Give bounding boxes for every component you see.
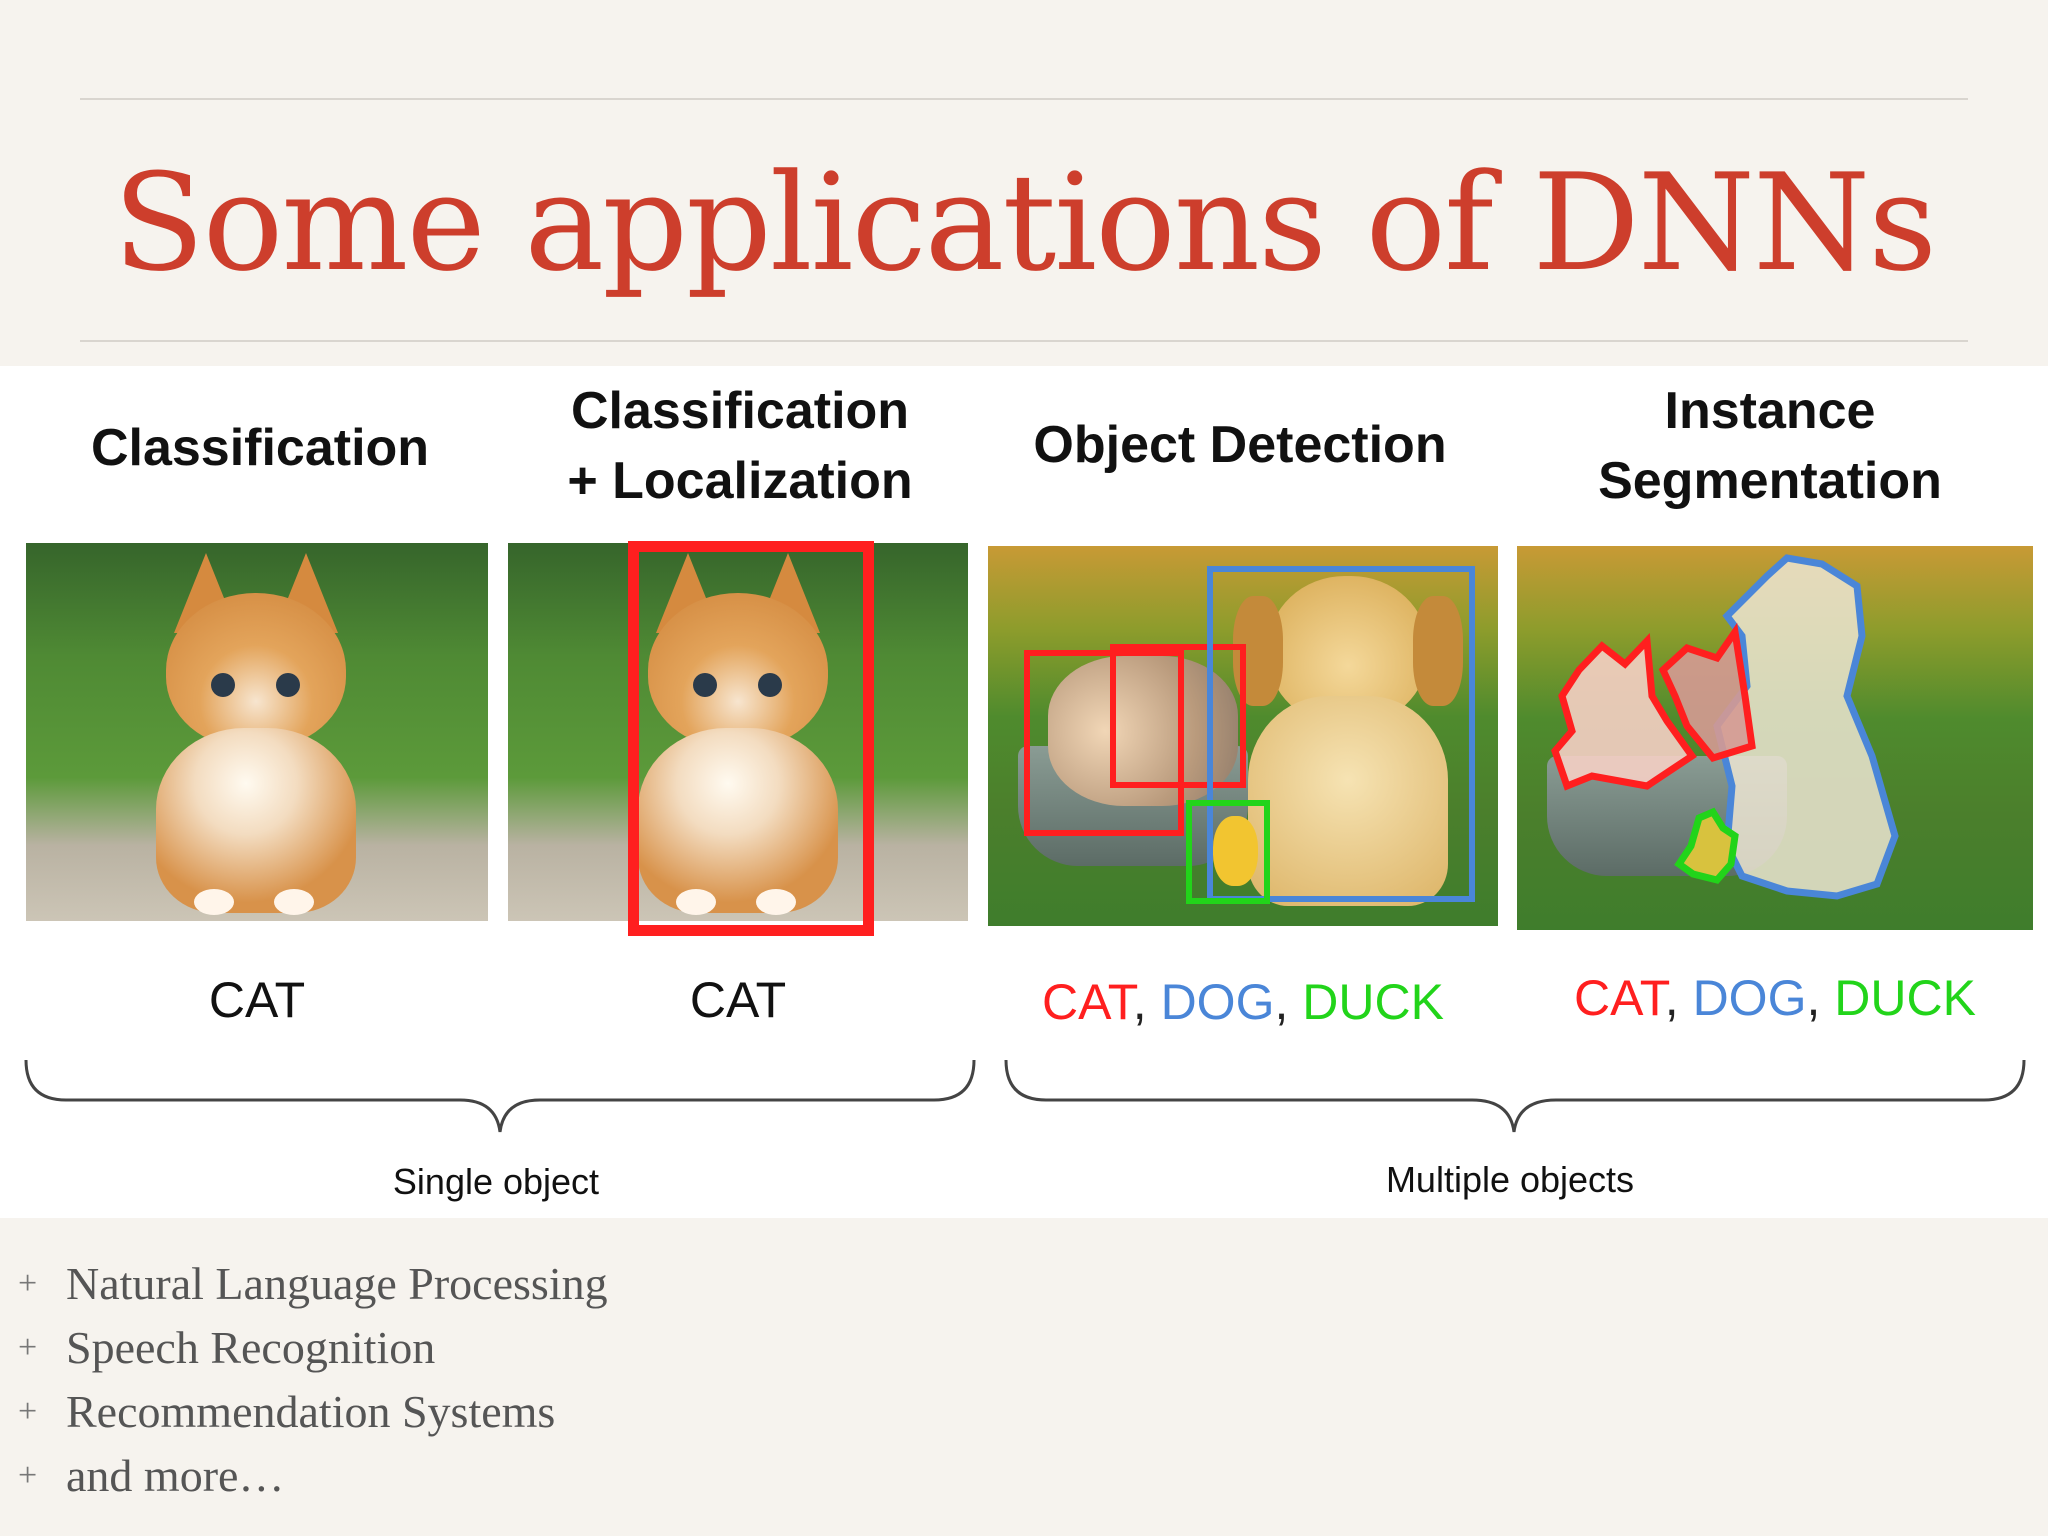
label-localization: CAT xyxy=(508,970,968,1030)
label-comma: , xyxy=(1274,974,1289,1030)
duck-mask xyxy=(1674,807,1739,884)
bullet-text: and more… xyxy=(66,1450,285,1501)
bullet-marker: + xyxy=(18,1393,38,1430)
cat-figure xyxy=(638,553,848,921)
cat-box-left xyxy=(1024,650,1184,836)
duck xyxy=(1213,816,1258,886)
heading-line: + Localization xyxy=(567,452,913,510)
dog-box xyxy=(1207,566,1475,902)
cat-pair xyxy=(1048,656,1238,806)
label-cat: CAT xyxy=(208,972,306,1028)
group-single-object: Single object xyxy=(392,1161,600,1202)
cat-photo-localization xyxy=(508,543,968,921)
label-duck: DUCK xyxy=(1834,970,1976,1026)
bullet-text: Natural Language Processing xyxy=(66,1258,608,1309)
label-duck: DUCK xyxy=(1302,974,1444,1030)
bullet-marker: + xyxy=(18,1329,38,1366)
heading-classification: Classification xyxy=(20,413,500,483)
duck-box xyxy=(1186,800,1270,904)
label-classification: CAT xyxy=(26,970,488,1030)
label-comma: , xyxy=(1664,970,1679,1026)
bullet-text: Recommendation Systems xyxy=(66,1386,556,1437)
dnn-applications-figure: Classification Classification + Localiza… xyxy=(0,366,2048,1218)
heading-line: Classification xyxy=(570,382,910,440)
cat-mask-left xyxy=(1551,633,1697,791)
dog-figure xyxy=(1228,576,1468,906)
cat-photo-classification xyxy=(26,543,488,921)
single-object-brace xyxy=(24,1059,976,1133)
label-cat: CAT xyxy=(1574,970,1665,1026)
cat-mask-right xyxy=(1658,622,1756,763)
label-comma: , xyxy=(1806,970,1821,1026)
heading-line: Segmentation xyxy=(1598,452,1942,510)
cat-figure xyxy=(156,553,366,921)
heading-line: Object Detection xyxy=(1033,416,1447,474)
label-cat: CAT xyxy=(689,972,787,1028)
group-multiple-objects: Multiple objects xyxy=(1385,1159,1635,1200)
label-comma: , xyxy=(1132,974,1147,1030)
heading-object-detection: Object Detection xyxy=(990,410,1490,480)
label-detection: CAT, DOG, DUCK xyxy=(988,972,1498,1032)
bullet-marker: + xyxy=(18,1265,38,1302)
label-segmentation: CAT, DOG, DUCK xyxy=(1517,968,2033,1028)
slide-title: Some applications of DNNs xyxy=(112,145,1937,301)
dog-mask xyxy=(1713,554,1899,900)
label-dog: DOG xyxy=(1692,970,1807,1026)
title-bottom-rule xyxy=(80,340,1968,342)
heading-instance-segmentation: Instance Segmentation xyxy=(1510,376,2030,516)
bullet-marker: + xyxy=(18,1457,38,1494)
multiple-objects-brace xyxy=(1004,1059,2026,1133)
heading-line: Instance xyxy=(1664,382,1876,440)
label-dog: DOG xyxy=(1160,974,1275,1030)
segmentation-masks xyxy=(1551,554,1899,900)
cat-bounding-box xyxy=(628,541,874,936)
cat-box-right xyxy=(1110,644,1246,788)
label-cat: CAT xyxy=(1042,974,1133,1030)
heading-line: Classification xyxy=(90,419,430,477)
bullet-text: Speech Recognition xyxy=(66,1322,436,1373)
top-rule xyxy=(80,98,1968,100)
heading-classification-localization: Classification + Localization xyxy=(500,376,980,516)
